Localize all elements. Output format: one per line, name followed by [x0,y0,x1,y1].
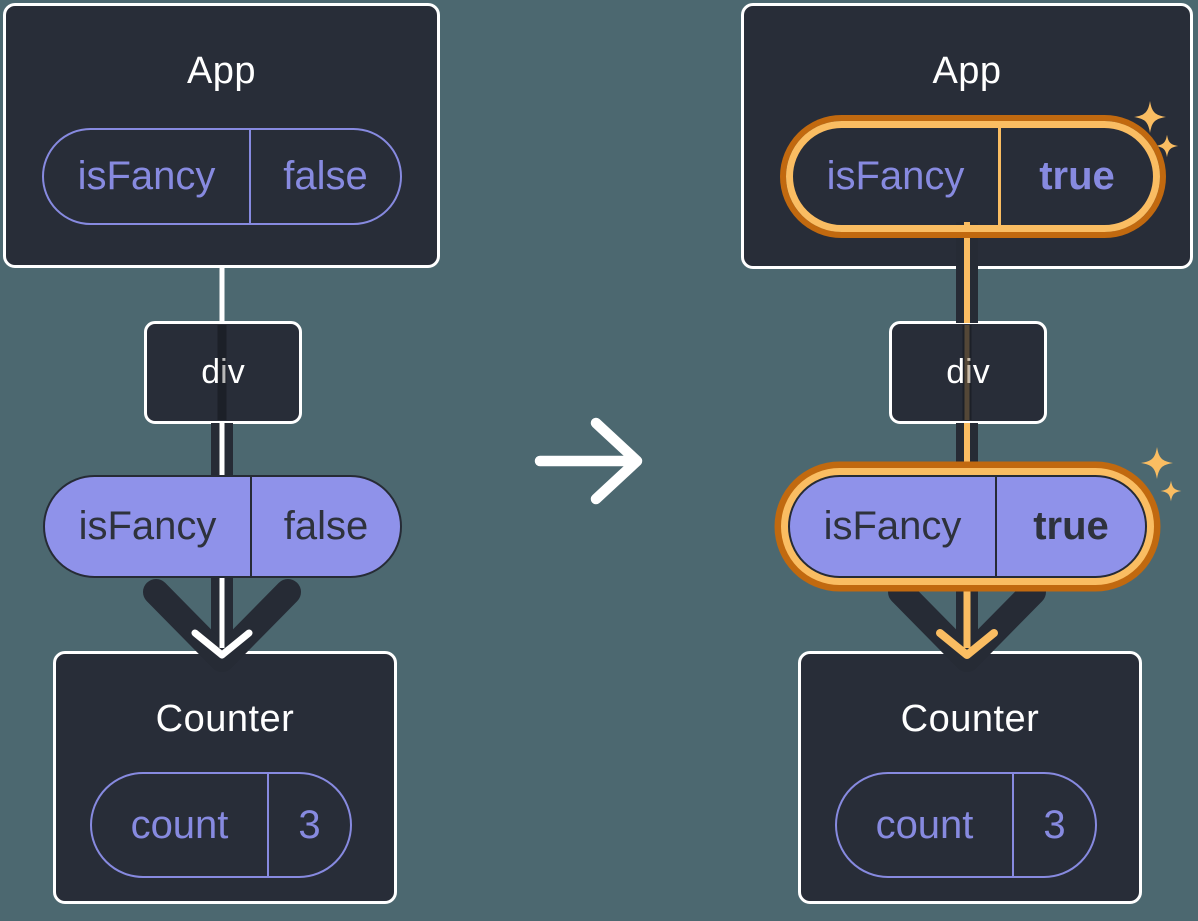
tree-edge-div-pill [219,423,225,477]
counter-node: Counter [798,651,1142,904]
prop-flow-line [956,577,978,651]
prop-flow-line [211,577,233,651]
div-node: div [889,321,1047,424]
prop-pill: isFancy false [43,475,402,578]
state-key: isFancy [77,154,216,198]
state-value: 3 [267,774,350,876]
tree-edge-app-div [219,266,225,324]
state-key: count [130,802,229,847]
prop-key: isFancy [78,504,217,548]
prop-value: false [250,477,400,576]
prop-pill-highlighted: isFancy true [788,475,1147,578]
sparkles-icon [1141,447,1182,502]
app-node-title: App [186,50,257,92]
highlight-flow-pill-counter [963,577,971,648]
app-state-pill-highlighted: isFancy true [786,121,1160,232]
state-value: false [249,130,400,223]
prop-flow-line [211,423,233,477]
state-key: isFancy [826,154,965,198]
state-key: count [875,802,974,847]
arrow-right-icon [534,417,643,505]
prop-arrowhead-icon [143,579,301,672]
counter-node-title: Counter [900,698,1040,740]
prop-flow-line [956,423,978,477]
counter-state-pill: count 3 [835,772,1097,878]
highlight-flow-div-pill [964,423,970,477]
prop-arrowhead-icon [888,579,1046,672]
div-node: div [144,321,302,424]
counter-state-pill: count 3 [90,772,352,878]
tree-edge-pill-counter [219,577,225,648]
prop-value: true [995,477,1145,576]
div-node-label: div [201,353,245,391]
state-value: true [998,128,1153,225]
state-value: 3 [1012,774,1095,876]
prop-key: isFancy [823,504,962,548]
counter-node-title: Counter [155,698,295,740]
app-state-pill: isFancy false [42,128,402,225]
div-node-label: div [946,353,990,391]
app-node-title: App [932,50,1002,92]
